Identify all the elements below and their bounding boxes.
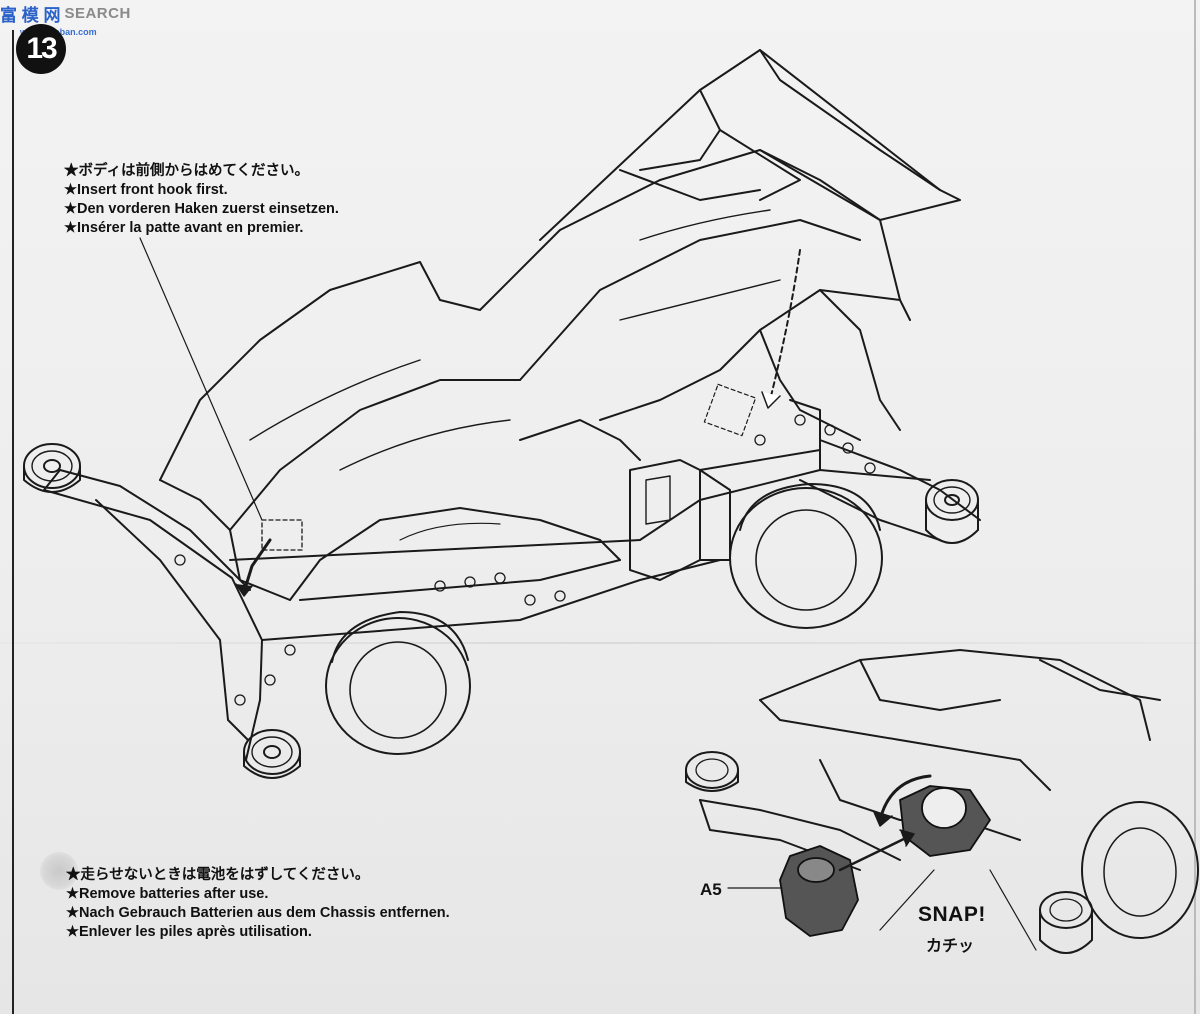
paper-fold-line: [0, 642, 1200, 644]
front-wheel: [325, 611, 471, 755]
leader-line-front-hook: [139, 237, 263, 521]
body-shell: [159, 49, 961, 601]
note-line-fr: ★Insérer la patte avant en premier.: [64, 220, 304, 236]
rear-wheel: [729, 483, 883, 629]
front-left-roller: [23, 443, 81, 493]
page-border-right: [1194, 0, 1196, 1014]
note-line-de: ★Nach Gebrauch Batterien aus dem Chassis…: [66, 905, 450, 921]
note-line-en: ★Insert front hook first.: [64, 182, 228, 198]
main-chassis: [43, 399, 981, 761]
watermark: 富 模 网 SEARCH: [0, 2, 131, 25]
gray-dot-mark: [40, 852, 78, 890]
snap-label: SNAP!: [918, 903, 986, 926]
note-line-fr: ★Enlever les piles après utilisation.: [66, 924, 312, 940]
part-label-a5: A5: [700, 880, 722, 899]
rear-right-roller: [925, 479, 979, 544]
note-line-jp: ★走らせないときは電池をはずしてください。: [66, 867, 370, 883]
step-number-badge: 13: [16, 24, 66, 74]
note-line-de: ★Den vorderen Haken zuerst einsetzen.: [64, 201, 339, 217]
note-insert-front-hook: ★ボディは前側からはめてください。 ★Insert front hook fir…: [64, 162, 339, 238]
note-line-en: ★Remove batteries after use.: [66, 886, 269, 902]
snap-label-jp: カチッ: [926, 938, 975, 955]
front-right-roller: [243, 729, 301, 779]
watermark-logo: 富 模 网: [0, 5, 61, 25]
inset-rear-assembly: [685, 649, 1199, 954]
page-border-left: [12, 30, 14, 1014]
note-remove-batteries: ★走らせないときは電池をはずしてください。 ★Remove batteries …: [66, 866, 450, 942]
loose-part-a5: [779, 845, 859, 937]
note-line-jp: ★ボディは前側からはめてください。: [64, 163, 310, 179]
installed-part-a5: [899, 785, 991, 857]
watermark-search: SEARCH: [64, 4, 131, 22]
